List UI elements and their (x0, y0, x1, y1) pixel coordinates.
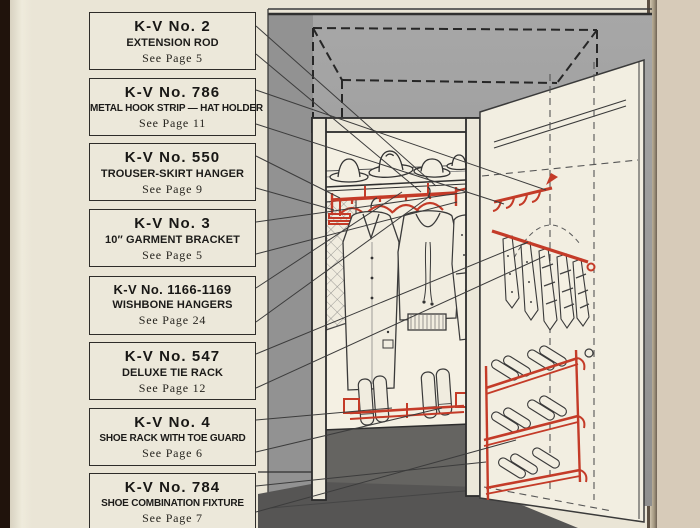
callout-shoe-combination-fixture: K-V No. 784 SHOE COMBINATION FIXTURE See… (89, 473, 256, 528)
product-name: SHOE RACK WITH TOE GUARD (99, 433, 246, 444)
product-name: 10″ GARMENT BRACKET (105, 234, 240, 246)
product-model: K-V No. 784 (124, 479, 221, 496)
shoe-combination-fixture (483, 345, 588, 501)
page-reference: See Page 6 (142, 446, 203, 460)
door-fixture-shoes (491, 345, 567, 479)
book-gutter-edge (0, 0, 10, 528)
callout-trouser-skirt-hanger: K-V No. 550 TROUSER-SKIRT HANGER See Pag… (89, 143, 256, 201)
page-reference: See Page 5 (142, 51, 203, 65)
product-model: K-V No. 2 (134, 18, 211, 35)
jacket (397, 186, 461, 331)
closet-floor (258, 423, 578, 528)
product-model: K-V No. 550 (124, 149, 221, 166)
book-gutter-shade (10, 0, 32, 528)
product-model: K-V No. 3 (134, 215, 211, 232)
hat-shelf (325, 179, 467, 192)
coat (342, 197, 400, 391)
callout-extension-rod: K-V No. 2 EXTENSION ROD See Page 5 (89, 12, 256, 70)
product-model: K-V No. 547 (124, 348, 221, 365)
product-name: EXTENSION ROD (126, 37, 219, 49)
callout-deluxe-tie-rack: K-V No. 547 DELUXE TIE RACK See Page 12 (89, 342, 256, 400)
product-model: K-V No. 1166-1169 (113, 282, 232, 297)
floor-shoe-rack (343, 368, 472, 426)
callout-metal-hook-strip: K-V No. 786 METAL HOOK STRIP — HAT HOLDE… (89, 78, 263, 136)
page-reference: See Page 7 (142, 511, 203, 525)
callout-wishbone-hangers: K-V No. 1166-1169 WISHBONE HANGERS See P… (89, 276, 256, 335)
product-model: K-V No. 786 (124, 84, 221, 101)
product-name: METAL HOOK STRIP — HAT HOLDER (90, 103, 263, 114)
page-right-edge-highlight (650, 0, 657, 528)
door-knob (584, 348, 594, 358)
product-name: TROUSER-SKIRT HANGER (100, 168, 245, 180)
product-name: WISHBONE HANGERS (112, 299, 233, 311)
product-name: DELUXE TIE RACK (121, 367, 224, 379)
callout-shoe-rack: K-V No. 4 SHOE RACK WITH TOE GUARD See P… (89, 408, 256, 466)
callout-garment-bracket: K-V No. 3 10″ GARMENT BRACKET See Page 5 (89, 209, 256, 267)
page-reference: See Page 11 (138, 116, 206, 130)
connector-lines (255, 25, 547, 513)
page-reference: See Page 5 (142, 248, 203, 262)
next-page-edge (657, 0, 700, 528)
page-reference: See Page 9 (142, 182, 203, 196)
product-model: K-V No. 4 (134, 414, 211, 431)
floor-rack-shoes (357, 368, 453, 426)
product-name: SHOE COMBINATION FIXTURE (101, 498, 244, 509)
door-frame (311, 117, 481, 501)
page-reference: See Page 12 (138, 381, 207, 395)
metal-hook-strip (492, 173, 558, 212)
page-reference: See Page 24 (138, 313, 207, 327)
